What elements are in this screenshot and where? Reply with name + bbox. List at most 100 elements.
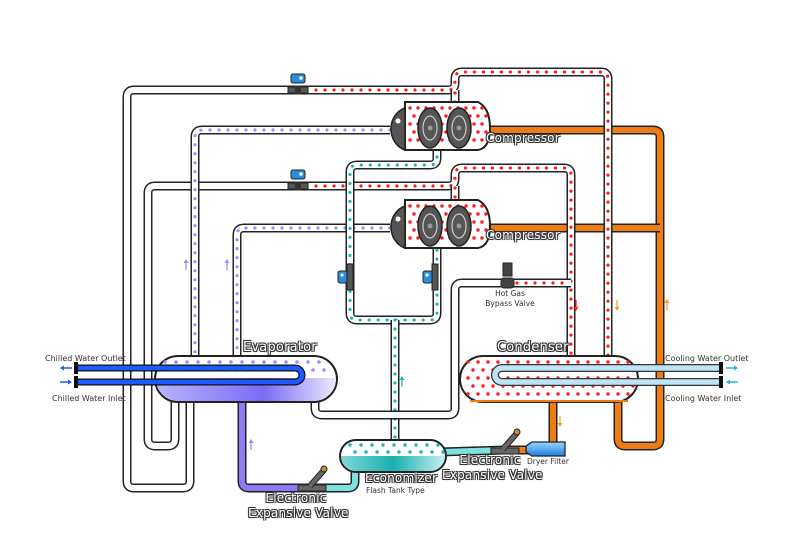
discharge-dot (408, 122, 412, 126)
compressor-1-label: Compressor (486, 131, 560, 145)
discharge-dot (408, 220, 412, 224)
economizer-solenoid-valve-2-indicator (425, 273, 429, 277)
hot-gas-dot (566, 392, 570, 396)
hot-gas-dot (606, 360, 610, 364)
hot-gas-dot (491, 384, 495, 388)
economizer-type-label: Flash Tank Type (366, 486, 425, 495)
vapor-dot (251, 360, 255, 364)
hot-gas-dot (626, 392, 630, 396)
hot-gas-dot (506, 360, 510, 364)
hot-gas-dot (471, 368, 475, 372)
flow-arrow-down-icon-head (573, 307, 579, 311)
hot-gas-dot (586, 360, 590, 364)
discharge-dot (416, 138, 420, 142)
vapor-dot (174, 360, 178, 364)
discharge-line-2 (296, 163, 576, 364)
chilled-water-outlet-label: Chilled Water Outlet (45, 354, 126, 363)
liquid-return-line-1 (480, 125, 665, 451)
flow-arrow-down-icon-head (614, 307, 620, 311)
vapor-dot (218, 360, 222, 364)
hot-gas-dot (526, 392, 530, 396)
compressor-2-motor-light (395, 216, 401, 222)
discharge-dot (444, 212, 448, 216)
eev-right-label: Electronic Expansive Valve (442, 453, 543, 483)
flash-vapor-dot (436, 443, 440, 447)
economizer-solenoid-valve-1-body (346, 263, 354, 291)
flow-arrow-up-icon (224, 259, 230, 270)
flow-arrow-right-icon (60, 379, 72, 385)
vapor-dot (322, 368, 326, 372)
discharge-dot (472, 106, 476, 110)
cooling-water-tube (492, 365, 720, 385)
flash-vapor-dot (397, 450, 401, 454)
eev-left-label: Electronic Expansive Valve (248, 491, 348, 521)
hot-gas-valve-actuator (502, 262, 513, 277)
eev-to-evaporator-line-outline (237, 400, 312, 493)
discharge-dot (480, 138, 484, 142)
hot-gas-dot (481, 384, 485, 388)
unloader-solenoid-valve-2-actuator (290, 169, 306, 180)
flow-arrow-left-icon-head (60, 365, 64, 371)
unloader-solenoid-valve-2-indicator (299, 172, 303, 176)
hot-gas-bypass-valve (500, 262, 515, 289)
electronic-expansion-valve-left (297, 465, 328, 492)
economizer-liquid (341, 456, 445, 471)
electronic-expansion-valve-right-stem-fill (501, 431, 519, 451)
vapor-dot (262, 360, 266, 364)
fan-hub (427, 223, 433, 229)
hot-gas-dot (481, 368, 485, 372)
economizer-solenoid-valve-1-indicator (340, 273, 344, 277)
discharge-dot (440, 236, 444, 240)
eev-right-label-line1: Electronic (459, 453, 521, 467)
unloader-solenoid-valve-2 (287, 169, 309, 190)
compressor-1-motor-end (390, 106, 406, 152)
flow-arrow-up-icon-head (224, 259, 230, 263)
flash-vapor-dot (353, 450, 357, 454)
flow-arrow-up-icon (399, 376, 405, 387)
bypass-line-2 (143, 181, 298, 451)
vapor-dot (311, 368, 315, 372)
flow-arrow-up-icon (248, 439, 254, 450)
discharge-dot (444, 114, 448, 118)
discharge-dot (412, 212, 416, 216)
unloader-solenoid-valve-1-core (295, 86, 301, 94)
hot-gas-dot (496, 360, 500, 364)
flow-arrow-up-icon (664, 299, 670, 310)
economizer-tank (339, 439, 447, 473)
flash-vapor-dot (386, 450, 390, 454)
eev-right-label-line2: Expansive Valve (442, 468, 543, 482)
hot-gas-dot (546, 392, 550, 396)
vapor-dot (295, 360, 299, 364)
unloader-solenoid-valve-1-indicator (299, 76, 303, 80)
unloader-solenoid-valve-1-actuator (290, 73, 306, 84)
hot-gas-dot (466, 376, 470, 380)
fan-hub (456, 223, 462, 229)
chilled-water-tube (78, 365, 305, 385)
eev-to-evaporator-line-fill (239, 400, 312, 491)
flash-vapor-dot (364, 450, 368, 454)
evaporator (74, 355, 338, 403)
hot-gas-label-line1: Hot Gas (495, 289, 525, 298)
hot-gas-dot (506, 392, 510, 396)
hot-gas-dot (486, 392, 490, 396)
dryer-filter-label: Dryer Filter (527, 457, 569, 466)
electronic-expansion-valve-right-cap (513, 428, 521, 436)
suction-line-1 (190, 125, 392, 364)
discharge-dot (448, 204, 452, 208)
discharge-dot (480, 236, 484, 240)
flow-arrow-down-icon (573, 300, 579, 311)
vapor-dot (284, 360, 288, 364)
hot-gas-dot (596, 392, 600, 396)
flash-vapor-dot (430, 450, 434, 454)
flow-arrow-up-icon-head (664, 299, 670, 303)
flow-arrow-up-icon-head (183, 259, 189, 263)
discharge-dot (408, 106, 412, 110)
discharge-dot (412, 130, 416, 134)
components (60, 73, 738, 492)
hot-gas-dot (486, 360, 490, 364)
suction-line-1-flow-dots (193, 128, 392, 364)
hot-gas-bypass-valve-label: Hot Gas Bypass Valve (480, 289, 540, 309)
fan-hub (456, 125, 462, 131)
discharge-dot (416, 106, 420, 110)
flow-arrow-down-icon (557, 416, 563, 427)
